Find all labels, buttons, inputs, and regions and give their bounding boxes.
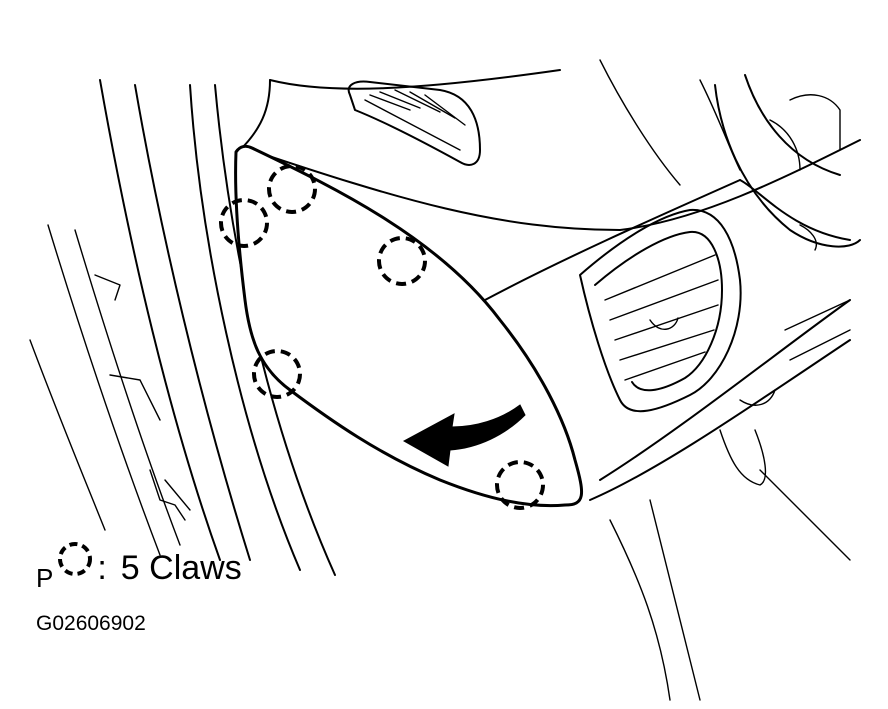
pillar-lines xyxy=(29,79,336,576)
dashed-circle-icon xyxy=(58,542,93,576)
center-console xyxy=(484,179,851,701)
legend: P : 5 Claws xyxy=(36,535,242,591)
claw-markers xyxy=(219,164,545,510)
defroster-vent xyxy=(347,80,481,166)
claw-marker xyxy=(267,164,317,214)
claw-marker xyxy=(377,236,427,286)
right-side-components xyxy=(714,74,861,251)
claw-marker xyxy=(495,460,545,510)
figure-id: G02606902 xyxy=(36,612,146,635)
claw-marker xyxy=(252,349,302,399)
removal-direction-arrow xyxy=(402,404,526,467)
legend-text: 5 Claws xyxy=(120,549,242,587)
side-panel-cover xyxy=(234,144,584,508)
legend-prefix: P xyxy=(36,563,54,593)
claw-marker xyxy=(219,198,269,248)
air-vent xyxy=(579,208,742,413)
legend-separator: : xyxy=(97,549,107,587)
